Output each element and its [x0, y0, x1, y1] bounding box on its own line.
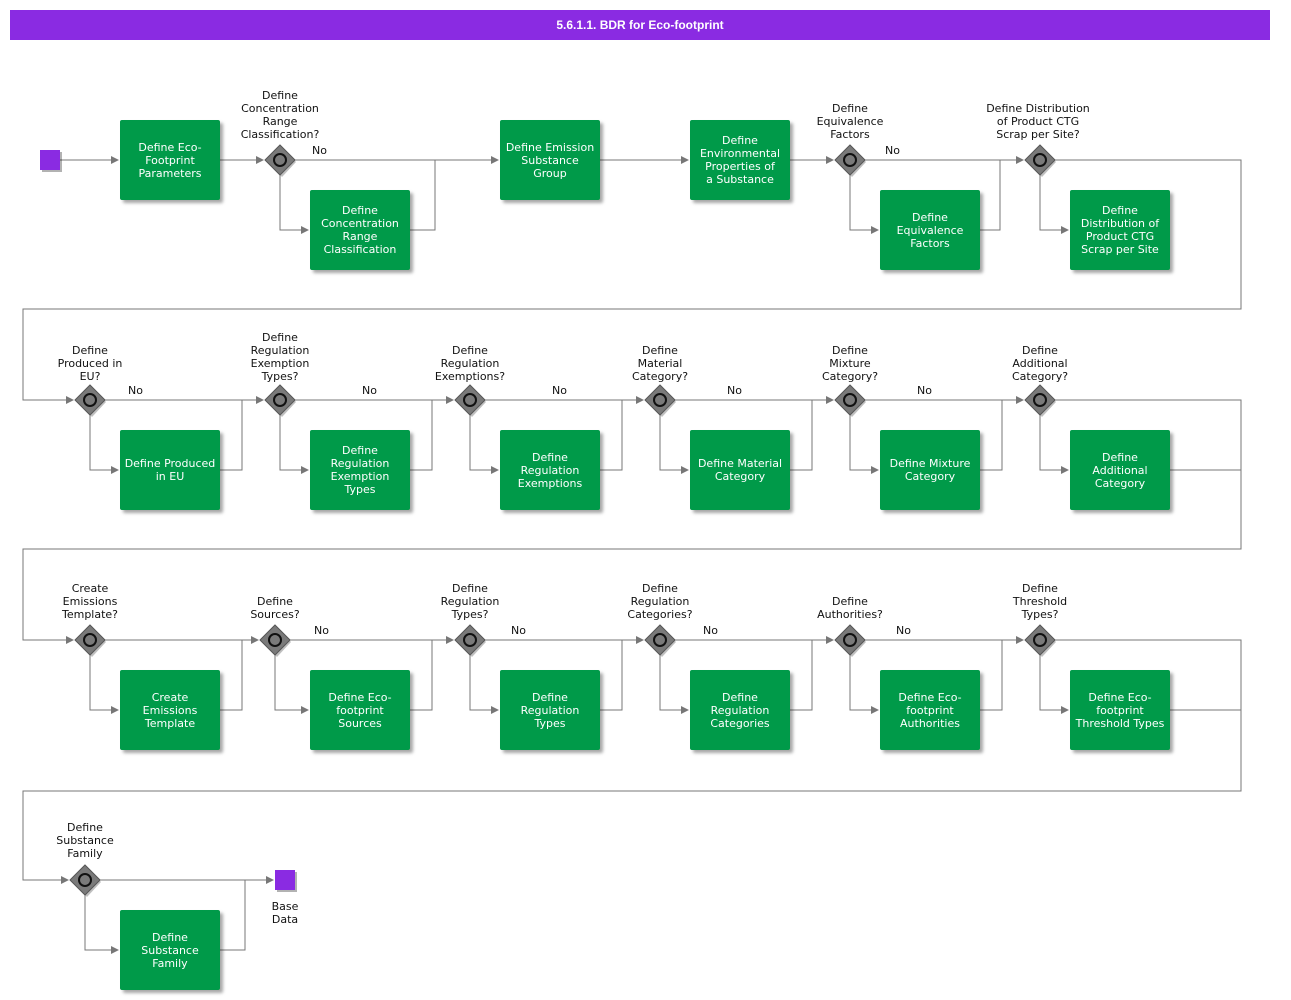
sequence-flow — [790, 400, 813, 471]
gateway-emissions-template[interactable] — [74, 624, 106, 657]
sequence-flow — [1039, 415, 1069, 474]
sequence-flow — [600, 400, 623, 471]
no-label-regulation-exemption-types: No — [362, 384, 377, 397]
sequence-flow — [600, 640, 623, 711]
sequence-flow — [220, 400, 243, 471]
sequence-flow — [89, 655, 119, 714]
gateway-regulation-types[interactable] — [454, 624, 486, 657]
sequence-flow — [84, 895, 119, 954]
sequence-flow — [89, 415, 119, 474]
no-label-regulation-types: No — [511, 624, 526, 637]
gateway-distribution-ctg-scrap[interactable] — [1024, 144, 1056, 177]
gateway-regulation-categories[interactable] — [644, 624, 676, 657]
sequence-flow — [279, 415, 309, 474]
sequence-flow — [220, 640, 243, 711]
start-event[interactable] — [40, 150, 60, 170]
gateway-produced-in-eu[interactable] — [74, 384, 106, 417]
no-label-sources: No — [314, 624, 329, 637]
no-label-produced-in-eu: No — [128, 384, 143, 397]
row-wrap-flow — [22, 399, 1242, 644]
no-label-authorities: No — [896, 624, 911, 637]
gateway-material-category[interactable] — [644, 384, 676, 417]
no-label-regulation-exemptions: No — [552, 384, 567, 397]
sequence-flow — [279, 175, 309, 234]
sequence-flow — [659, 415, 689, 474]
sequence-flow — [849, 655, 879, 714]
sequence-flow — [790, 640, 813, 711]
row-wrap-flow — [22, 159, 1242, 404]
sequence-flow — [980, 160, 1001, 231]
no-label-mixture-category: No — [917, 384, 932, 397]
sequence-flow — [469, 655, 499, 714]
sequence-flow — [1039, 175, 1069, 234]
no-label-equivalence-factors: No — [885, 144, 900, 157]
gateway-authorities[interactable] — [834, 624, 866, 657]
sequence-flow — [410, 640, 433, 711]
diagram-title: 5.6.1.1. BDR for Eco-footprint — [10, 10, 1270, 40]
row-wrap-flow — [22, 639, 1242, 884]
sequence-flow — [220, 880, 246, 951]
sequence-flow — [410, 400, 433, 471]
no-label-material-category: No — [727, 384, 742, 397]
gateway-regulation-exemptions[interactable] — [454, 384, 486, 417]
sequence-flow — [274, 655, 309, 714]
gateway-mixture-category[interactable] — [834, 384, 866, 417]
no-label-regulation-categories: No — [703, 624, 718, 637]
gateway-regulation-exemption-types[interactable] — [264, 384, 296, 417]
gateway-additional-category[interactable] — [1024, 384, 1056, 417]
end-event[interactable] — [275, 870, 295, 890]
gateway-substance-family[interactable] — [69, 864, 101, 897]
gateway-concentration-range[interactable] — [264, 144, 296, 177]
sequence-flow — [469, 415, 499, 474]
gateway-threshold-types[interactable] — [1024, 624, 1056, 657]
sequence-flow — [849, 175, 879, 234]
sequence-flow — [410, 160, 436, 231]
sequence-flow — [980, 640, 1003, 711]
sequence-flow — [849, 415, 879, 474]
gateway-equivalence-factors[interactable] — [834, 144, 866, 177]
sequence-flow — [659, 655, 689, 714]
sequence-flow — [1039, 655, 1069, 714]
sequence-flow — [980, 400, 1003, 471]
no-label-concentration-range: No — [312, 144, 327, 157]
gateway-sources[interactable] — [259, 624, 291, 657]
